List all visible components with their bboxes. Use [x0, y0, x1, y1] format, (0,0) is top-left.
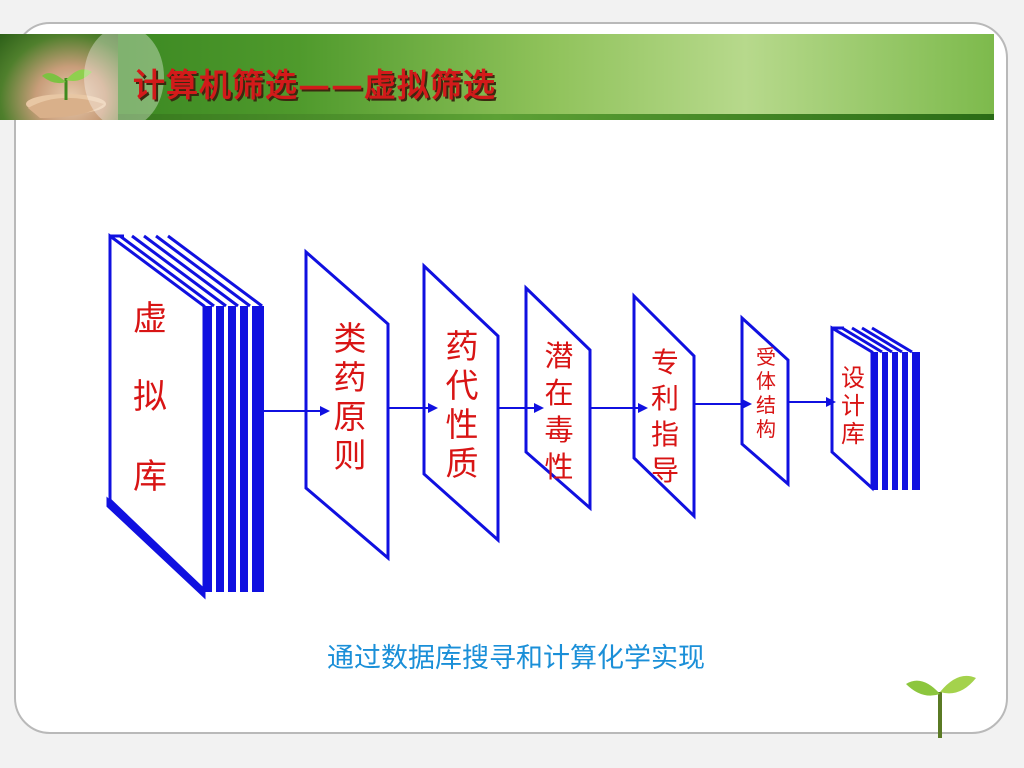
header-curve [84, 26, 164, 128]
design-library-char-2: 计 [841, 392, 865, 420]
virtual-library-char-2: 拟 [133, 377, 167, 417]
header-band [0, 34, 994, 120]
filter-2-char-1: 药 [446, 327, 479, 366]
filter-panel-patent [632, 292, 696, 520]
filter-4-char-3: 指 [651, 418, 679, 451]
virtual-library-char-1: 虚 [133, 299, 167, 339]
design-library-book [830, 325, 920, 492]
caption: 通过数据库搜寻和计算化学实现 [327, 643, 705, 674]
filter-3-char-2: 在 [544, 376, 573, 410]
filter-panel-pharmacokinetics [422, 262, 500, 544]
filter-3-char-4: 性 [544, 450, 573, 484]
seedling-hand-icon [26, 69, 106, 118]
filter-4-char-1: 专 [651, 346, 679, 379]
filter-3-char-3: 毒 [544, 413, 573, 447]
filter-1-char-3: 原 [334, 397, 367, 436]
filter-5-char-1: 受 [756, 345, 776, 369]
filter-1-char-4: 则 [334, 436, 367, 475]
filter-1-char-2: 药 [334, 358, 367, 397]
filter-5-char-3: 结 [756, 393, 776, 417]
virtual-library-book [106, 233, 264, 600]
filter-2-char-3: 性 [446, 405, 479, 444]
header-photo-hand-seedling [0, 34, 118, 120]
filter-panel-drug-likeness [304, 248, 390, 562]
filter-1-char-1: 类 [334, 319, 367, 358]
filter-panel-toxicity [524, 284, 592, 512]
filter-2-char-2: 代 [446, 366, 479, 405]
virtual-library-char-3: 库 [133, 457, 167, 497]
filter-5-char-2: 体 [756, 369, 776, 393]
filter-5-char-4: 构 [756, 417, 776, 441]
design-library-char-1: 设 [841, 364, 865, 392]
slide-title: 计算机筛选——虚拟筛选 [133, 66, 497, 104]
filter-4-char-2: 利 [651, 382, 679, 415]
filter-2-char-4: 质 [446, 444, 479, 483]
filter-3-char-1: 潜 [544, 339, 573, 373]
filter-4-char-4: 导 [651, 454, 679, 487]
seedling-icon [906, 675, 976, 738]
design-library-char-3: 库 [841, 420, 865, 448]
